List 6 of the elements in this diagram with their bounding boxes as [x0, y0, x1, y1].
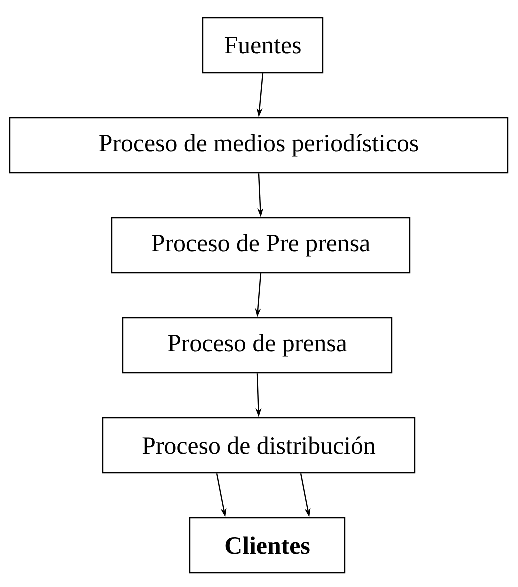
process-box: Proceso de medios periodísticos: [9, 117, 509, 174]
process-box: Proceso de distribución: [102, 417, 416, 474]
process-box: Fuentes: [202, 17, 324, 74]
process-box: Proceso de prensa: [122, 317, 393, 374]
process-box: Clientes: [189, 517, 346, 574]
process-box: Proceso de Pre prensa: [111, 217, 411, 274]
